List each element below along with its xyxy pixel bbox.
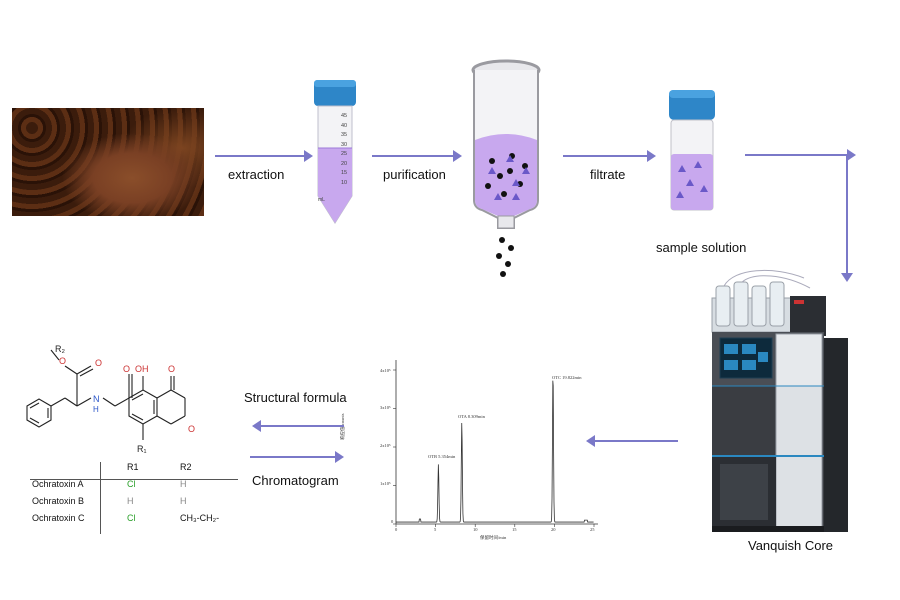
header-r2: R2 [180, 462, 192, 472]
chrom-xtick-4: 20 [551, 527, 556, 532]
amide-o-label: O [123, 364, 130, 374]
chrom-xlabel: 保留时间/min [480, 535, 507, 540]
arrow-extraction [215, 150, 313, 162]
coffee-image [12, 108, 204, 216]
arrow-structural-formula [252, 420, 344, 432]
ester-o-label: O [59, 356, 66, 366]
ochratoxin-structure: R₂ O O N H O OH O O R₁ [26, 344, 195, 454]
table-row: Ochratoxin C Cl CH₃-CH₂- [30, 513, 238, 530]
h-label: H [93, 405, 99, 414]
extraction-label: extraction [228, 167, 285, 182]
sample-solution-label: sample solution [656, 240, 747, 255]
centrifuge-tube [314, 80, 356, 224]
chrom-xtick-5: 25 [590, 527, 595, 532]
filtrate-label: filtrate [590, 167, 626, 182]
instrument-label: Vanquish Core [748, 538, 834, 553]
n-label: N [93, 394, 100, 404]
lactone-o-label: O [168, 364, 175, 374]
tube-unit: mL [318, 197, 325, 203]
row-r1: H [127, 496, 134, 506]
chrom-ytick-3: 1x10⁵ [380, 481, 391, 486]
r2-label: R₂ [55, 344, 65, 354]
row-name: Ochratoxin A [32, 479, 84, 489]
table-row: Ochratoxin B H H [30, 496, 238, 513]
arrow-chromatogram [250, 451, 344, 463]
chromatogram-label: Chromatogram [252, 473, 339, 488]
arrow-filtrate [563, 150, 656, 162]
chrom-xtick-3: 15 [512, 527, 517, 532]
carbonyl-o-label: O [95, 358, 102, 368]
row-r1: Cl [127, 513, 136, 523]
header-r1: R1 [127, 462, 139, 472]
table-header: R1 R2 [30, 462, 238, 479]
ring-o-label: O [188, 424, 195, 434]
row-name: Ochratoxin B [32, 496, 85, 506]
chrom-ytick-4: 0 [391, 519, 394, 524]
spe-column [471, 59, 541, 277]
chromatogram-plot [393, 360, 598, 527]
structural-formula-label: Structural formula [244, 390, 347, 405]
chrom-ytick-0: 4x10⁵ [380, 368, 391, 373]
ochratoxin-table: R1 R2 Ochratoxin A Cl H Ochratoxin B H H… [30, 462, 238, 534]
chrom-xtick-0: 0 [395, 527, 398, 532]
oh-label: OH [135, 364, 149, 374]
row-r2: CH₃-CH₂- [180, 513, 220, 523]
row-r1: Cl [127, 479, 136, 489]
peak-label-ota: OTA 8.309min [458, 414, 485, 419]
sample-vial [669, 90, 715, 211]
arrow-to-instrument-v [841, 154, 853, 282]
peak-label-otb: OTB 5.354min [428, 454, 456, 459]
row-r2: H [180, 496, 187, 506]
arrow-to-instrument-h [745, 149, 856, 161]
row-name: Ochratoxin C [32, 513, 85, 523]
purification-label: purification [383, 167, 446, 182]
chrom-xtick-1: 5 [434, 527, 437, 532]
peak-label-otc: OTC 19.822min [552, 375, 582, 380]
r1-label: R₁ [137, 444, 147, 454]
table-row: Ochratoxin A Cl H [30, 479, 238, 496]
row-r2: H [180, 479, 187, 489]
arrow-instrument-to-chrom [586, 435, 678, 447]
chrom-xtick-2: 10 [473, 527, 478, 532]
vanquish-instrument [711, 269, 848, 532]
chrom-ytick-2: 2x10⁵ [380, 443, 391, 448]
chrom-ytick-1: 3x10⁵ [380, 405, 391, 410]
arrow-purification [372, 150, 462, 162]
